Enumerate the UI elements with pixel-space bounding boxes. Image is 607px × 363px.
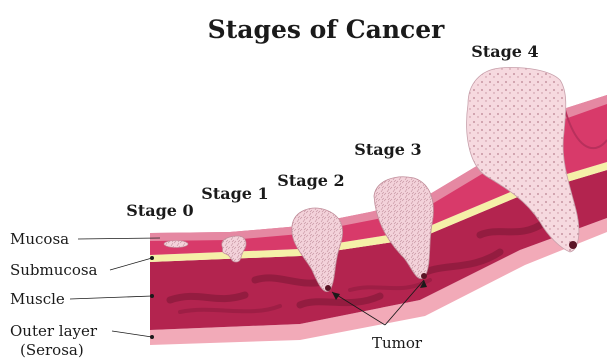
stage-4-label: Stage 4	[471, 42, 538, 61]
tumor-label: Tumor	[372, 334, 423, 352]
serosa-leader	[112, 331, 152, 337]
submucosa-leader	[110, 258, 152, 270]
submucosa-label: Submucosa	[10, 261, 98, 279]
serosa-label: (Serosa)	[20, 341, 84, 359]
outer-layer-label: Outer layer	[10, 322, 98, 340]
diagram-title: Stages of Cancer	[208, 15, 445, 44]
stage-0-lesion	[164, 241, 188, 248]
stage-0-label: Stage 0	[126, 201, 193, 220]
stage-3-label: Stage 3	[354, 140, 421, 159]
stage-1-label: Stage 1	[201, 184, 268, 203]
muscle-leader	[70, 296, 152, 299]
mucosa-label: Mucosa	[10, 230, 69, 248]
mucosa-leader	[78, 238, 160, 239]
muscle-label: Muscle	[10, 290, 65, 308]
stage-2-label: Stage 2	[277, 171, 344, 190]
